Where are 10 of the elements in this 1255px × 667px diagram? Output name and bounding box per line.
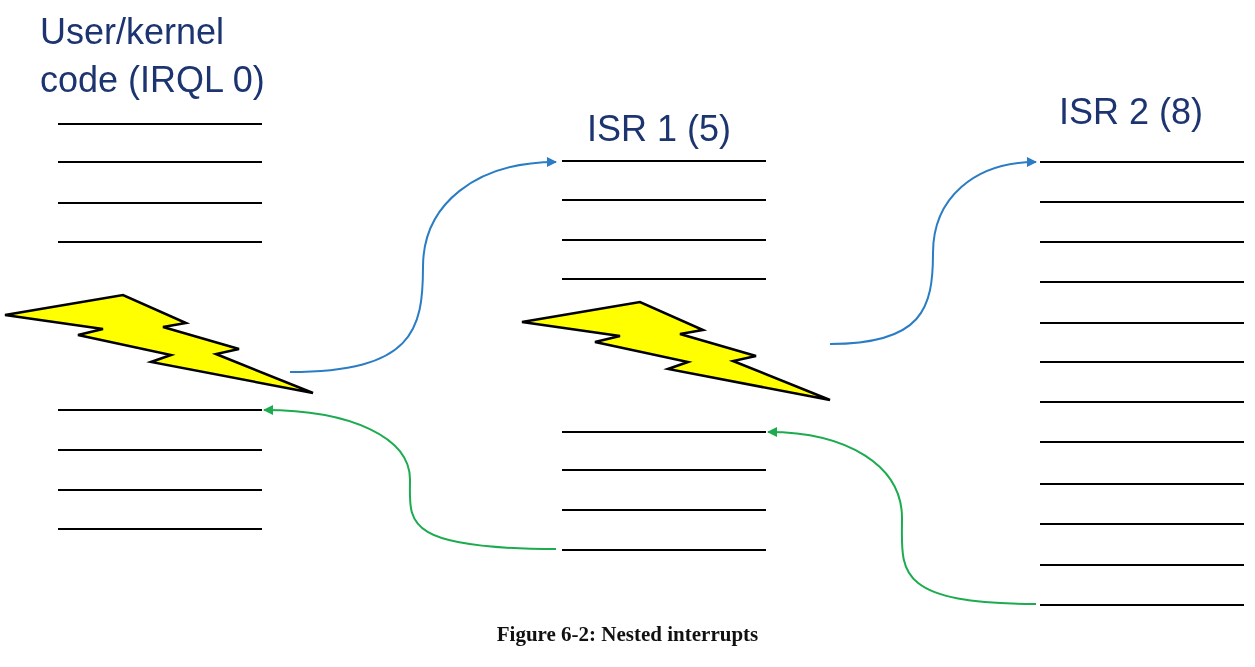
lightning-bolt-icon <box>3 293 315 395</box>
column-title: ISR 1 (5) <box>587 107 733 151</box>
arrow <box>289 157 557 373</box>
column-title: User/kernel code (IRQL 0) <box>40 10 266 102</box>
arrow <box>767 427 1037 605</box>
lightning-bolt-icon <box>520 300 832 402</box>
figure-caption: Figure 6-2: Nested interrupts <box>495 622 760 647</box>
column-title: ISR 2 (8) <box>1059 90 1205 134</box>
arrow <box>263 405 557 550</box>
arrow <box>829 157 1037 345</box>
